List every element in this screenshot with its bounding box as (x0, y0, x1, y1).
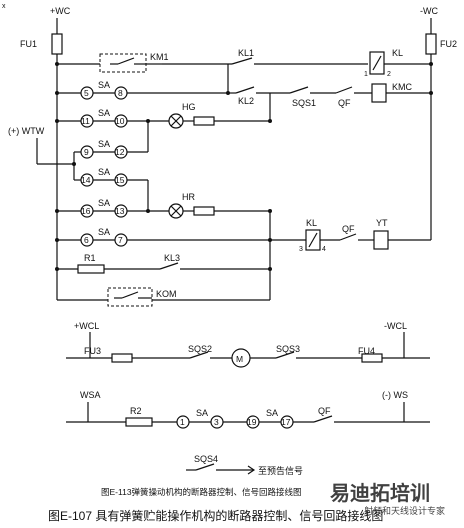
sqs3-contact (250, 351, 362, 359)
ws-label: (-) WS (382, 390, 408, 400)
kl-relay-pin1: 1 (364, 71, 368, 78)
contact-13-label: 13 (115, 206, 125, 216)
subtitle: 图E-113弹簧操动机构的断路器控制、信号回路接线图 (101, 487, 302, 497)
qf-label-row1: QF (338, 98, 351, 108)
kl3-label: KL3 (164, 253, 180, 263)
hr-label: HR (182, 192, 195, 202)
motor-label: M (236, 354, 243, 364)
contact-14-label: 14 (81, 175, 91, 185)
watermark-tagline: 射频和天线设计专家 (364, 505, 445, 516)
sa-label-row1: SA (98, 80, 110, 90)
contact-15-label: 15 (115, 175, 125, 185)
bus-label-minus-wcl: -WCL (384, 321, 407, 331)
kl-relay-pin3: 3 (299, 246, 303, 253)
kl-relay-b-label: KL (306, 218, 317, 228)
junction-dots (55, 62, 433, 271)
sqs4-contact (186, 463, 256, 475)
fuse-fu1-label: FU1 (20, 39, 37, 49)
kl2-label: KL2 (238, 96, 254, 106)
wtw-label: (+) WTW (8, 126, 45, 136)
hr-lamp (168, 203, 184, 219)
bus-label-plus-wc: +WC (50, 6, 71, 16)
yt-coil (373, 230, 389, 250)
kom-label: KOM (156, 289, 177, 299)
wsa-label: WSA (80, 390, 101, 400)
km1-label: KM1 (150, 52, 169, 62)
corner-mark: x (2, 3, 6, 10)
fuse-fu3-label: FU3 (84, 346, 101, 356)
kl3-contact (104, 262, 270, 270)
contact-3-label: 3 (214, 417, 219, 427)
kl-relay-label: KL (392, 48, 403, 58)
contact-1-label: 1 (180, 417, 185, 427)
sa-label-row4: SA (98, 167, 110, 177)
sa-label-signal-1: SA (196, 408, 208, 418)
contact-9-label: 9 (84, 147, 89, 157)
contact-10-label: 10 (115, 116, 125, 126)
fuse-fu1 (51, 33, 63, 55)
r2-resistor (125, 417, 153, 427)
fuse-fu2-label: FU2 (440, 39, 457, 49)
qf-contact-row1 (335, 86, 372, 94)
sa-label-signal-2: SA (266, 408, 278, 418)
sqs2-label: SQS2 (188, 344, 212, 354)
sqs3-label: SQS3 (276, 344, 300, 354)
sqs1-contact (289, 86, 336, 94)
contact-5-label: 5 (84, 88, 89, 98)
yt-label: YT (376, 218, 388, 228)
kl2-contact (228, 86, 290, 94)
fuse-fu4-label: FU4 (358, 346, 375, 356)
pre-alarm-text: 至预告信号 (258, 465, 303, 476)
bus-label-minus-wc: -WC (420, 6, 438, 16)
contact-7-label: 7 (118, 235, 123, 245)
contact-12-label: 12 (115, 147, 125, 157)
fuse-fu3 (111, 353, 133, 363)
contact-19-label: 19 (247, 417, 257, 427)
fuse-fu2 (425, 33, 437, 55)
kmc-coil (371, 83, 387, 103)
contact-6-label: 6 (84, 235, 89, 245)
kmc-label: KMC (392, 82, 413, 92)
contact-17-label: 17 (281, 417, 291, 427)
hg-resistor (193, 116, 215, 126)
kl-relay-pin2: 2 (387, 71, 391, 78)
hr-resistor (193, 206, 215, 216)
kl-relay-pin4: 4 (322, 246, 326, 253)
figure-caption: 图E-107 具有弹簧贮能操作机构的断路器控制、信号回路接线图 (48, 508, 383, 523)
sa-label-row2: SA (98, 108, 110, 118)
sqs2-contact (132, 351, 232, 359)
r1-resistor (77, 264, 105, 274)
qf-label-row6: QF (342, 224, 355, 234)
sqs4-label: SQS4 (194, 454, 218, 464)
qf-label-signal: QF (318, 406, 331, 416)
qf-contact-row6 (320, 233, 374, 241)
r1-label: R1 (84, 253, 96, 263)
contact-8-label: 8 (118, 88, 123, 98)
qf-contact-signal (293, 415, 430, 423)
kom-contact (57, 287, 270, 307)
kl1-label: KL1 (238, 48, 254, 58)
bus-label-plus-wcl: +WCL (74, 321, 99, 331)
contact-11-label: 11 (81, 116, 90, 126)
r2-label: R2 (130, 406, 142, 416)
sa-label-row5: SA (98, 198, 110, 208)
sqs1-label: SQS1 (292, 98, 316, 108)
sa-label-row6: SA (98, 227, 110, 237)
hg-label: HG (182, 102, 196, 112)
sa-label-row3: SA (98, 139, 110, 149)
hg-lamp (168, 113, 184, 129)
kl1-contact (162, 57, 368, 65)
contact-16-label: 16 (81, 206, 91, 216)
watermark-logo: 易迪拓培训 (330, 481, 430, 505)
km1-contact (57, 53, 162, 73)
